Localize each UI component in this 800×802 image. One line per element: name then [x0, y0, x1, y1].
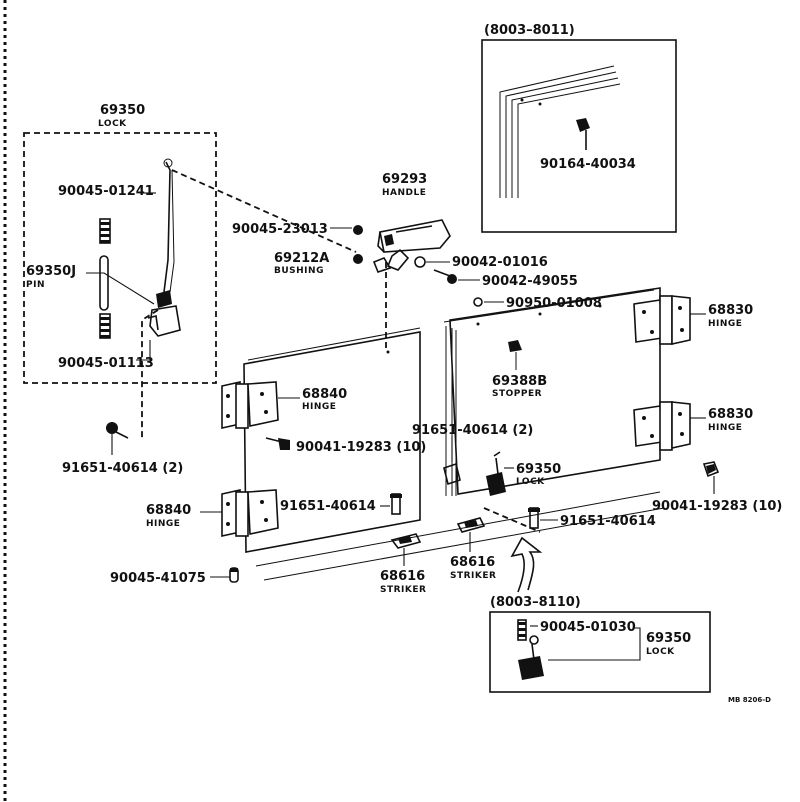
label-handle-name: HANDLE — [382, 188, 426, 198]
spring-top — [99, 218, 111, 244]
label-hinge-l-top-num: 68840 — [302, 387, 347, 402]
label-hinge-l-top-name: HINGE — [302, 402, 336, 412]
striker-left — [390, 533, 422, 549]
label-diagram-code: MB 8206-D — [728, 696, 771, 704]
striker-right — [456, 517, 486, 533]
label-bolt-19283-mid: 90041-19283 (10) — [296, 440, 426, 455]
label-range-bottom: (8003–8110) — [490, 595, 581, 610]
label-part-01016: 90042-01016 — [452, 255, 548, 270]
hinge-left-bottom — [221, 489, 279, 537]
label-pin-num: 69350J — [26, 264, 76, 279]
spring-bottom — [99, 313, 111, 339]
label-lock-box-name: LOCK — [646, 647, 675, 657]
label-part-49055: 90042-49055 — [482, 274, 578, 289]
lock-variant-detail-group: 90045-01030 69350 LOCK (8003–8110) — [489, 595, 711, 693]
label-pin-name: PIN — [26, 280, 45, 290]
hinge-left-top — [221, 381, 279, 429]
bolt-91651-right — [528, 507, 540, 529]
label-screw-41075: 90045-41075 — [110, 571, 206, 586]
part-01016-washer — [414, 256, 426, 268]
label-striker-left-num: 68616 — [380, 569, 425, 584]
screw-40034 — [576, 118, 590, 150]
label-striker-left-name: STRIKER — [380, 585, 426, 595]
bushing-washer — [353, 254, 363, 264]
lock-body — [149, 305, 181, 337]
screw-01030 — [517, 619, 527, 641]
bolt-19283-right — [702, 461, 720, 478]
label-bolt-91651-mid2: 91651-40614 (2) — [412, 423, 533, 438]
label-striker-right-num: 68616 — [450, 555, 495, 570]
label-bolt-91651-left: 91651-40614 (2) — [62, 461, 183, 476]
part-01008-washer — [473, 297, 483, 307]
gasket-detail-group: (8003–8011) 90164-40034 — [481, 23, 677, 233]
lock-middle — [443, 451, 506, 496]
bolt-91651-mid — [390, 493, 402, 515]
lock-detail-group: 69350 LOCK 90045-01241 69350J PIN 90045-… — [23, 103, 217, 384]
label-stopper-name: STOPPER — [492, 389, 542, 399]
gasket-detail-box — [481, 39, 677, 233]
detail-arrow — [510, 536, 543, 593]
lock-rod — [163, 161, 171, 293]
label-bolt-91651-right: 91651-40614 — [560, 514, 656, 529]
label-bushing-name: BUSHING — [274, 266, 324, 276]
label-screw-01113: 90045-01113 — [58, 356, 154, 371]
label-lock-mid-name: LOCK — [516, 477, 545, 487]
bolt-19283-mid — [265, 437, 290, 450]
lock-variant-box — [489, 611, 711, 693]
label-striker-right-name: STRIKER — [450, 571, 496, 581]
label-part-40034: 90164-40034 — [540, 157, 636, 172]
label-lock-left-name: LOCK — [98, 119, 127, 129]
label-lock-left-num: 69350 — [100, 103, 145, 118]
label-screw-01030: 90045-01030 — [540, 620, 636, 635]
bolt-91651-left — [106, 422, 129, 439]
label-hinge-l-bot-num: 68840 — [146, 503, 191, 518]
screw-41075 — [229, 567, 239, 583]
label-screw-23013: 90045-23013 — [232, 222, 328, 237]
label-hinge-r-top-num: 68830 — [708, 303, 753, 318]
connector-lock-handle — [171, 169, 357, 253]
label-hinge-r-top-name: HINGE — [708, 319, 742, 329]
left-door-panel — [243, 327, 421, 553]
pin — [99, 255, 109, 311]
label-bolt-19283-right: 90041-19283 (10) — [652, 499, 782, 514]
label-screw-01241: 90045-01241 — [58, 184, 154, 199]
label-stopper-num: 69388B — [492, 374, 547, 389]
label-bushing-num: 69212A — [274, 251, 329, 266]
screw-23013-part — [353, 225, 363, 235]
label-lock-mid-num: 69350 — [516, 462, 561, 477]
floor-sill — [255, 491, 665, 581]
label-part-01008: 90950-01008 — [506, 296, 602, 311]
label-handle-num: 69293 — [382, 172, 427, 187]
lock-variant — [518, 635, 544, 680]
label-range-top: (8003–8011) — [484, 23, 575, 38]
label-lock-box-num: 69350 — [646, 631, 691, 646]
part-49055-bolt — [433, 269, 457, 284]
connector-lock-bolt — [141, 309, 159, 438]
hinge-right-top — [633, 295, 691, 345]
bushing — [372, 257, 392, 273]
label-hinge-r-bot-name: HINGE — [708, 423, 742, 433]
hinge-right-bottom — [633, 401, 691, 451]
label-hinge-l-bot-name: HINGE — [146, 519, 180, 529]
label-hinge-r-bot-num: 68830 — [708, 407, 753, 422]
label-bolt-91651-mid: 91651-40614 — [280, 499, 376, 514]
lock-detail-box — [23, 132, 217, 384]
stopper — [508, 340, 522, 370]
